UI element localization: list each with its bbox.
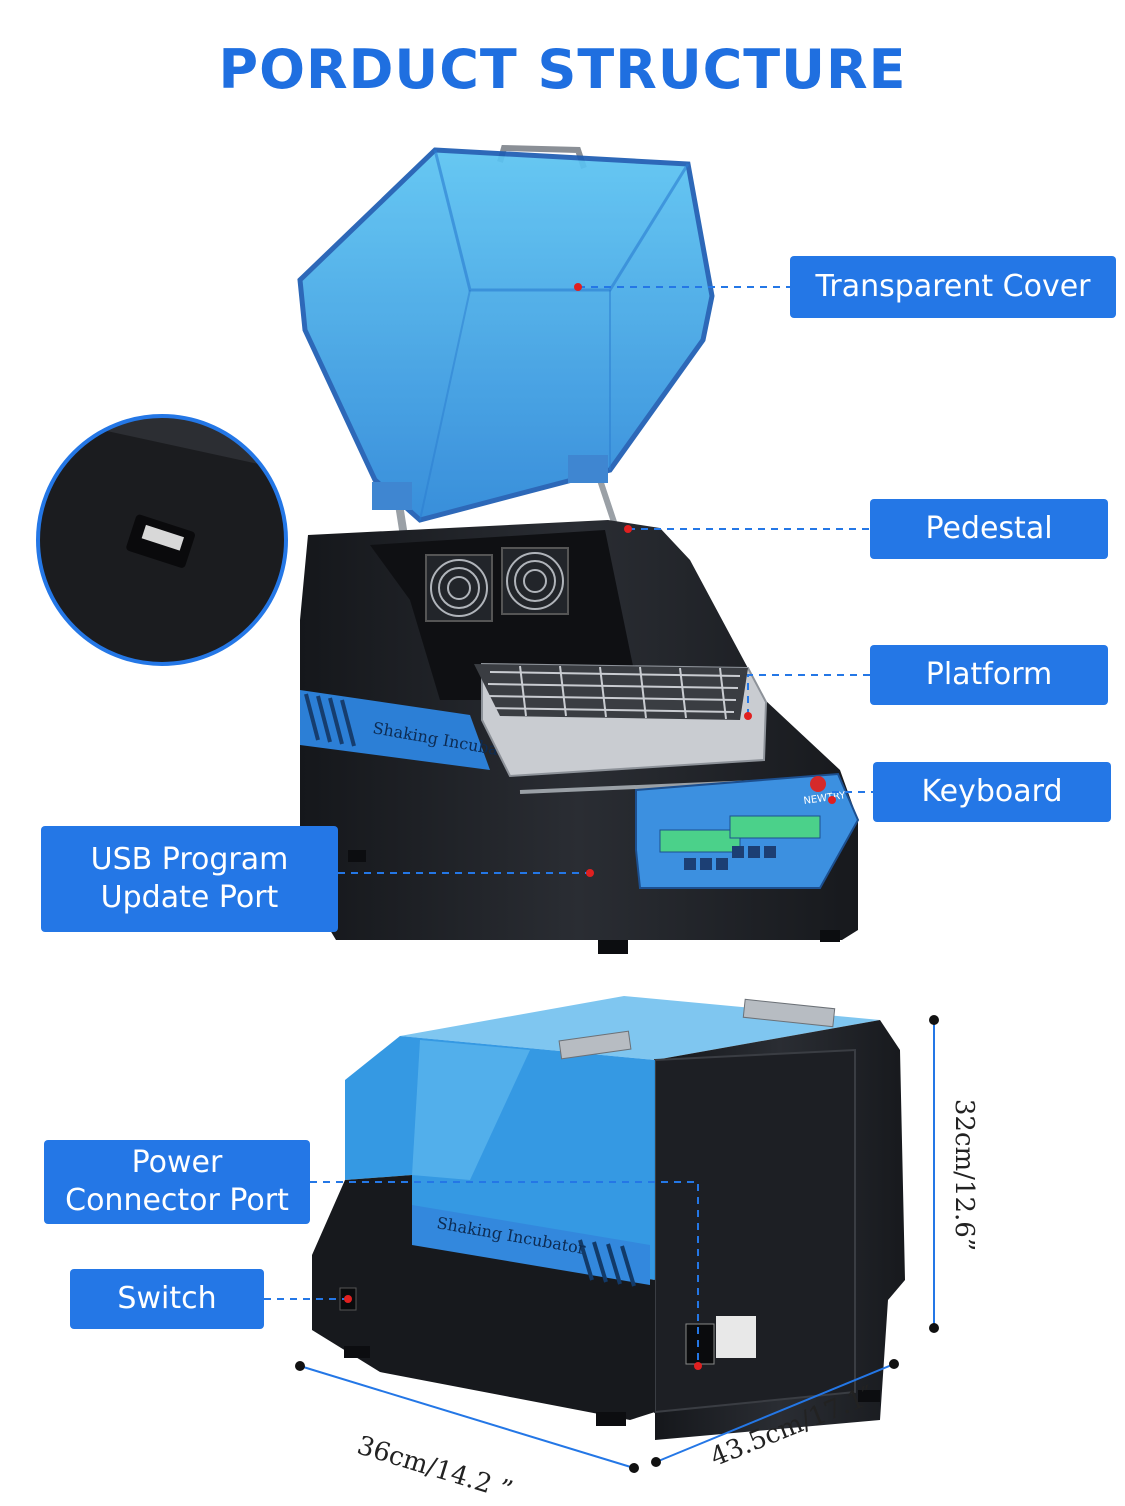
rating-plate — [716, 1316, 756, 1358]
callout-dots — [344, 283, 836, 1370]
fan-right — [501, 547, 569, 615]
label-switch: Switch — [70, 1269, 264, 1329]
hinge-left — [372, 482, 412, 510]
label-keyboard: Keyboard — [873, 762, 1111, 822]
back-decal-stripe — [412, 1205, 650, 1285]
incubator-closed-view: Shaking Incubator — [312, 996, 905, 1440]
speed-display — [659, 829, 741, 853]
leader-lines — [264, 286, 873, 1366]
hinge-right — [568, 455, 608, 483]
front-decal-stripe — [300, 690, 490, 770]
latch-left — [558, 1030, 632, 1060]
label-transparent-cover: Transparent Cover — [790, 256, 1116, 318]
usb-port-zoom — [36, 414, 288, 666]
label-pedestal: Pedestal — [870, 499, 1108, 559]
temp-display — [729, 815, 821, 839]
label-usb-port: USB Program Update Port — [41, 826, 338, 932]
latch-right — [742, 998, 836, 1028]
power-connector — [685, 1323, 715, 1365]
fan-left — [425, 554, 493, 622]
dimension-lines — [299, 1020, 935, 1469]
transparent-cover — [297, 147, 715, 523]
closed-body-front — [312, 1175, 655, 1420]
label-power-connector: Power Connector Port — [44, 1140, 310, 1224]
page-title: PORDUCT STRUCTURE — [218, 38, 907, 101]
incubator-top-view: Shaking Incubator NEWTRY — [297, 144, 860, 954]
dimension-height: 32cm/12.6” — [949, 1098, 980, 1252]
label-platform: Platform — [870, 645, 1108, 705]
